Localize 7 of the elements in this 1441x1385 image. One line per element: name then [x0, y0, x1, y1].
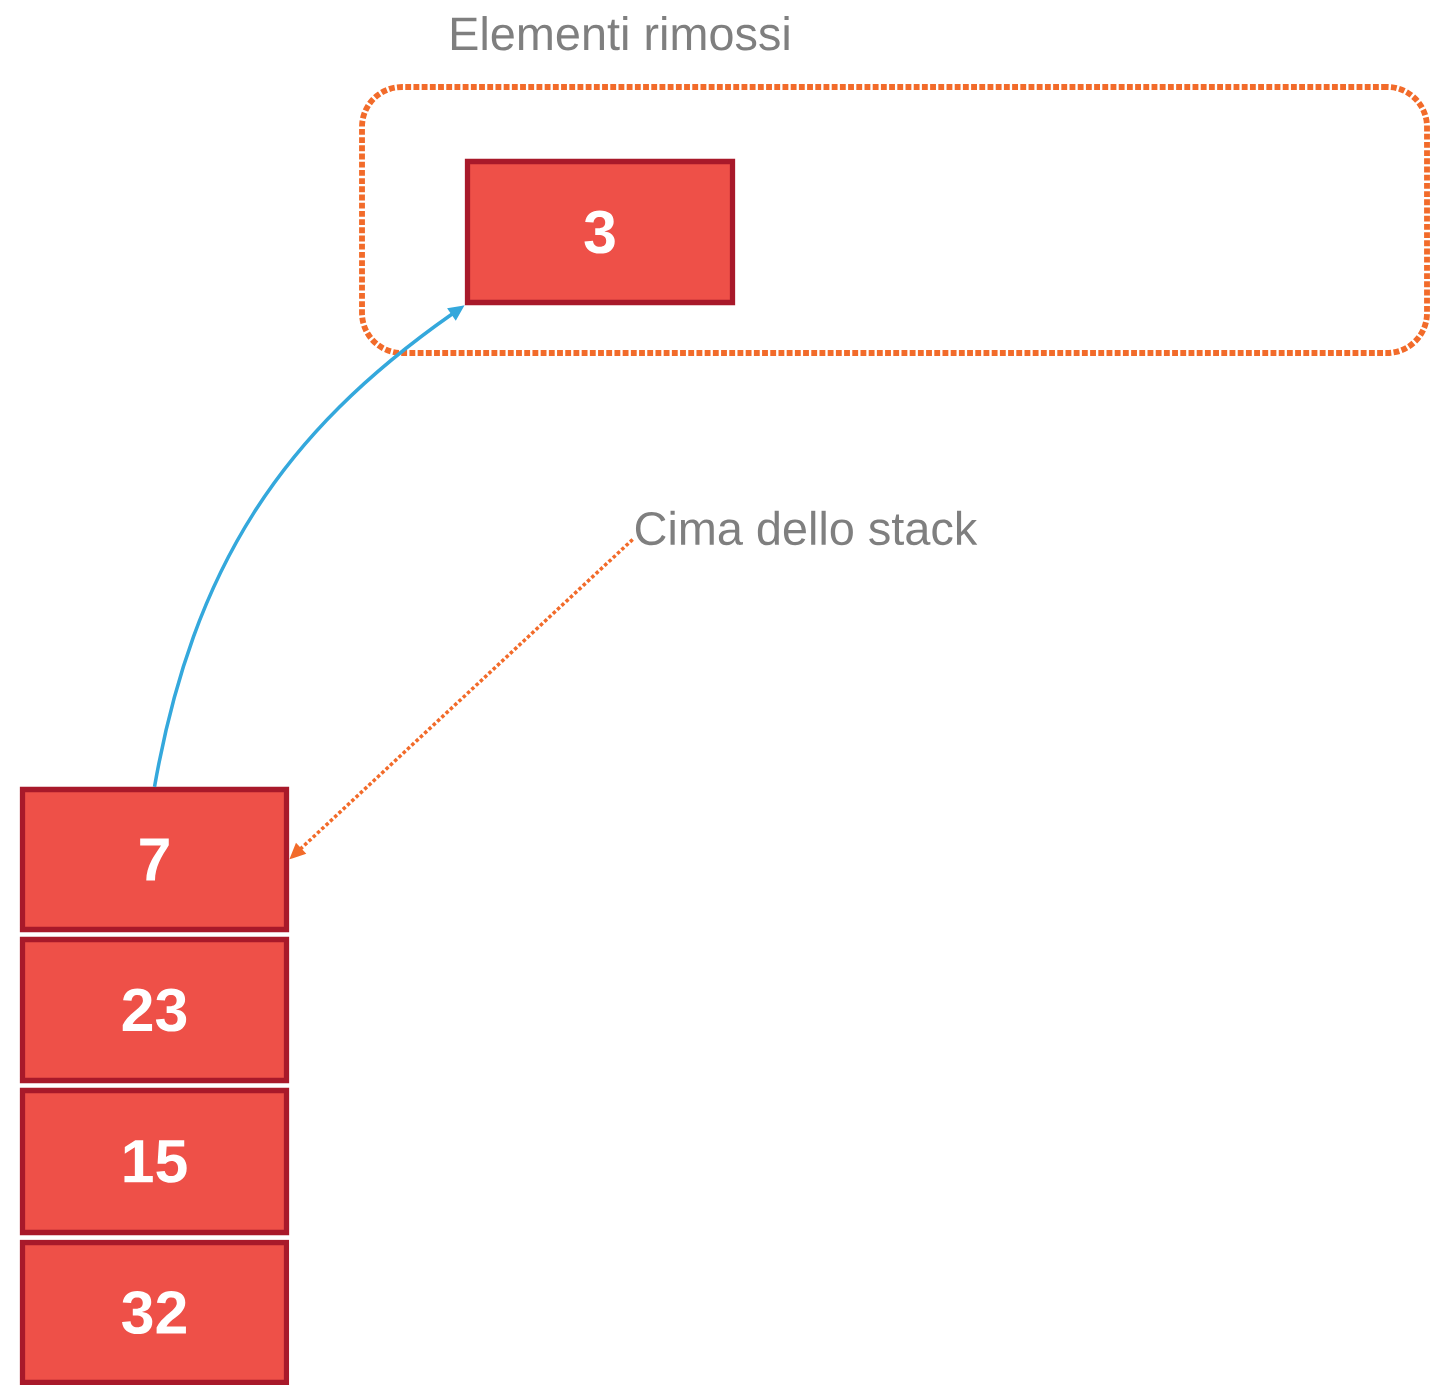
group-heading: Elementi rimossi [452, 16, 789, 51]
stack-cell: 32 [19, 1239, 290, 1385]
stack-cell: 23 [19, 936, 290, 1084]
stack-cell: 3 [464, 158, 736, 306]
stack-cell: 7 [19, 786, 290, 933]
stack-cell: 15 [19, 1087, 290, 1236]
annotation-text: Cima dello stack [635, 510, 978, 546]
